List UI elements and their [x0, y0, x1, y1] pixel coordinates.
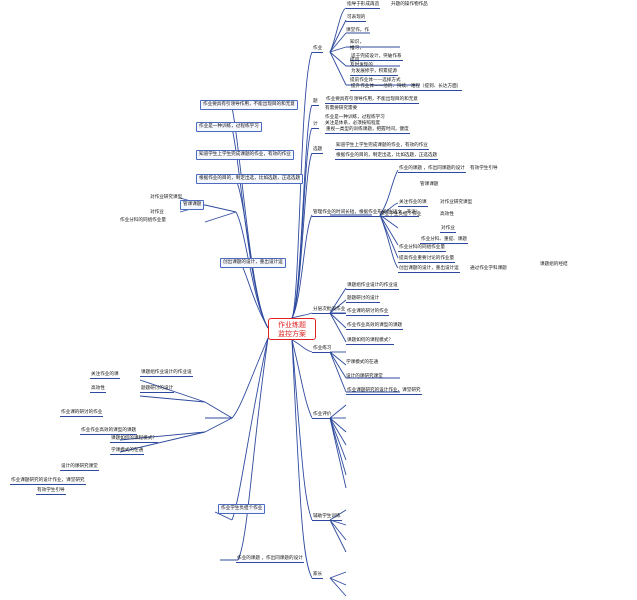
leaf-5: 知识，: [350, 40, 364, 45]
leaf-14: 有需要研究需要: [325, 106, 358, 111]
left-leaf-6: 关注作业的课: [90, 372, 120, 380]
left-leaf-2: 对作业: [150, 210, 164, 215]
leaf-17: 重视一类型的训练课题，把握时间，健度: [325, 127, 410, 135]
leaf-34: 课题组作业设计的作业设: [346, 283, 399, 291]
branch-pingjia[interactable]: 作业评价: [312, 412, 333, 420]
left-leaf-8: 作业课的研讨的作业: [60, 410, 104, 418]
leaf-1: 指导于形成再造: [346, 2, 381, 10]
left-node-5[interactable]: 管课课题: [180, 200, 205, 210]
leaf-26: 高效性: [440, 212, 454, 217]
branch-xuanti[interactable]: 选题: [312, 147, 324, 155]
left-leaf-1: 对作业研究课型: [150, 195, 183, 200]
leaf-25: 对作业研究课型: [440, 200, 473, 205]
central-topic-line1: 作业练题: [278, 321, 306, 329]
leaf-41: 作业课题研究的设计作业，课堂研究: [346, 388, 422, 396]
branch-ti[interactable]: 题: [312, 99, 319, 107]
leaf-33: 课题组的经结: [540, 262, 568, 267]
left-leaf-12: 设计的课研究课堂: [60, 464, 99, 472]
leaf-8: 提问: [350, 58, 360, 63]
leaf-38: 课题如何的课程模式？: [346, 338, 394, 346]
left-node-4[interactable]: 根据作业的目的，制定出选，比如选题，正选选题: [196, 174, 304, 184]
central-topic[interactable]: 作业练题 监控方案: [268, 318, 316, 340]
leaf-37: 作业作业高效的课型的课题: [346, 323, 404, 331]
leaf-23: 管课课题: [420, 182, 439, 187]
left-leaf-9: 作业作业高效的课型的课题: [80, 428, 138, 436]
left-leaf-10: 课题如何的课程模式？: [110, 436, 158, 444]
left-node-2[interactable]: 作业是一种训练，过程练学习: [196, 122, 262, 132]
branch-yuepi[interactable]: 分层次批阅作业: [312, 307, 347, 315]
left-leaf-13: 作业课题研究的设计作业，课堂研究: [10, 478, 86, 486]
leaf-10: 为发展修学，积累提源: [350, 69, 398, 77]
leaf-24: 关注作业的课: [398, 200, 428, 208]
branch-fuzhu[interactable]: 辅助学生训练: [312, 514, 342, 522]
leaf-18: 知道学生上学生完成课题的作业，有效的作业: [335, 143, 429, 151]
leaf-22: 有效学生引导: [470, 166, 498, 171]
leaf-3: 可表现的: [346, 15, 367, 23]
leaf-20: 作业学生负担个作业: [380, 212, 422, 217]
left-leaf-14: 有效学生引导: [36, 488, 66, 496]
leaf-9: 及时发现的: [350, 63, 373, 68]
leaf-6: 推习，: [350, 46, 364, 51]
leaf-2: 升题的操作物作品: [391, 2, 428, 7]
leaf-36: 作业课的研讨的作业: [346, 309, 390, 317]
leaf-4: 课堂作，作: [346, 28, 369, 33]
left-node-8: 作业的课题 ，作出同课题的设计: [236, 556, 304, 564]
left-node-7[interactable]: 作业学生负担个作业: [218, 504, 266, 514]
leaf-11: 提前作业体——选择方式: [350, 78, 401, 83]
left-leaf-11: 学课模式的在通: [110, 448, 145, 456]
leaf-28: 作业分科、重提、课题: [420, 237, 468, 245]
leaf-12: 提升作业体——他的、持续、难程（提到、长达方面）: [350, 84, 463, 92]
leaf-32: 通过作业学科课题: [470, 266, 507, 271]
left-leaf-4: 课题组作业设计的作业设: [140, 370, 193, 378]
branch-ji[interactable]: 计: [312, 122, 319, 130]
branch-zuoyeban[interactable]: 作业练习: [312, 346, 333, 354]
branch-zuoye[interactable]: 作业: [312, 46, 324, 54]
branch-jiazhang[interactable]: 家长: [312, 572, 324, 580]
left-node-3[interactable]: 知道学生上学生完成课题的作业，有效的作业: [196, 150, 294, 160]
leaf-35: 题题研讨的设计: [346, 296, 381, 304]
left-node-6[interactable]: 创出课题的设计，重出设计运: [220, 258, 286, 268]
leaf-21: 作业的课题 ，作出同课题的设计: [398, 166, 466, 174]
leaf-29: 作业分科的同组作业量: [398, 245, 446, 253]
leaf-39: 学课模式的在通: [346, 360, 379, 365]
leaf-13: 作业要具有引领导作用，不能出现目的和无意: [325, 97, 419, 105]
leaf-31: 创出课题的设计，重出设计运: [398, 266, 460, 274]
leaf-16: 关注是体系，必须按照程度: [325, 121, 381, 126]
leaf-40: 设计的课研究课堂: [346, 374, 383, 379]
leaf-19: 根据作业的目的，制定出选，比如选题，正选选题: [335, 153, 439, 161]
left-leaf-7: 高效性: [90, 386, 106, 394]
leaf-30: 提高作业重要讨论的作业量: [398, 256, 456, 264]
central-topic-line2: 监控方案: [278, 330, 306, 338]
leaf-27: 对作业: [440, 226, 456, 234]
left-leaf-3: 作业分科的同组作业量: [120, 218, 166, 223]
leaf-7: 适于完成设计，突破作系: [350, 54, 403, 62]
leaf-15: 作业是一种训练，过程练学习: [325, 115, 385, 120]
left-node-1[interactable]: 作业要具有引领导作用，不能出现目的和无意: [200, 100, 298, 110]
left-leaf-5: 题题研讨的设计: [140, 386, 175, 394]
branch-guanjian[interactable]: 管理作业的时间长短，根据作业形式时(语文，英语): [312, 210, 419, 218]
